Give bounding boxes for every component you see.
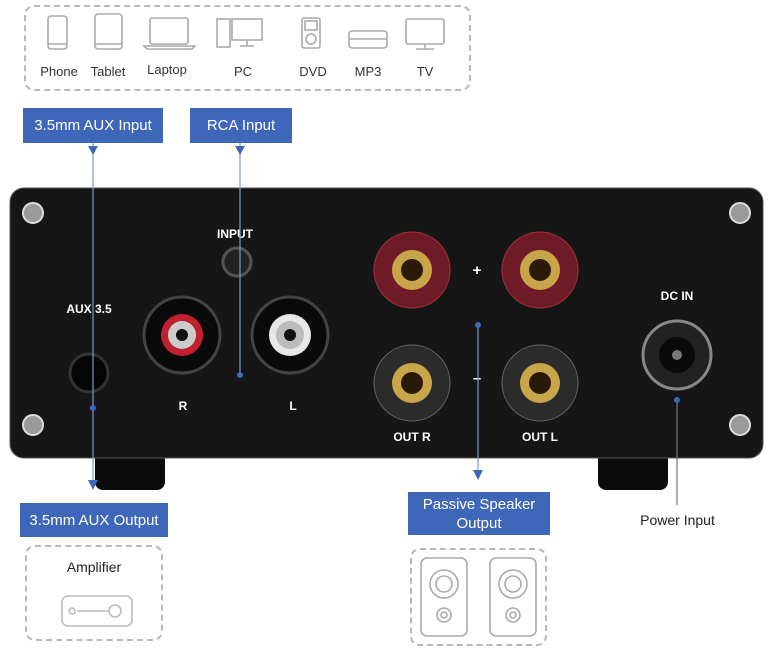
- arrow-icon: [88, 480, 98, 490]
- tablet-icon: [94, 13, 123, 50]
- pc-icon: [216, 18, 263, 48]
- amplifier-rear-panel: [9, 187, 764, 459]
- mp3-icon: [348, 30, 388, 49]
- speakers-target-box: [410, 548, 547, 646]
- aux-jack: [68, 352, 110, 394]
- screw-icon: [22, 202, 44, 224]
- phone-icon: [47, 15, 68, 50]
- tv-icon: [405, 18, 445, 50]
- laptop-icon: [142, 17, 197, 50]
- plus-label: +: [473, 262, 482, 279]
- binding-posts: [373, 231, 579, 422]
- rca-l-jack: [250, 295, 330, 375]
- dvd-icon: [301, 17, 321, 49]
- aux-output-callout: 3.5mm AUX Output: [20, 503, 168, 537]
- out-l-label: OUT L: [522, 430, 558, 444]
- r-label: R: [179, 399, 188, 413]
- dc-jack: [641, 319, 713, 391]
- amplifier-icon: [61, 595, 133, 627]
- ground-screw: [221, 246, 253, 278]
- device-label-laptop: Laptop: [147, 62, 187, 77]
- device-label-tv: TV: [416, 64, 434, 79]
- aux-label: AUX 3.5: [66, 302, 112, 316]
- rca-input-callout: RCA Input: [190, 108, 292, 143]
- power-input-label: Power Input: [640, 512, 715, 528]
- panel-screws: [22, 202, 751, 436]
- arrow-icon: [473, 470, 483, 480]
- screw-icon: [22, 414, 44, 436]
- screw-icon: [729, 202, 751, 224]
- amplifier-label: Amplifier: [66, 559, 122, 575]
- input-label: INPUT: [217, 227, 254, 241]
- dc-in-label: DC IN: [661, 289, 694, 303]
- rca-r-jack: [142, 295, 222, 375]
- aux-input-callout: 3.5mm AUX Input: [23, 108, 163, 143]
- arrow-icon: [235, 146, 245, 155]
- device-label-phone: Phone: [40, 64, 78, 79]
- device-label-mp3: MP3: [354, 64, 382, 79]
- source-devices-box: [24, 5, 471, 91]
- speakers-icon: [420, 557, 537, 637]
- device-label-pc: PC: [233, 64, 253, 79]
- speaker-output-callout: Passive Speaker Output: [408, 492, 550, 535]
- screw-icon: [729, 414, 751, 436]
- device-label-tablet: Tablet: [90, 64, 126, 79]
- minus-label: –: [473, 370, 481, 387]
- arrow-icon: [88, 146, 98, 155]
- out-r-label: OUT R: [393, 430, 431, 444]
- device-label-dvd: DVD: [299, 64, 327, 79]
- l-label: L: [289, 399, 296, 413]
- amplifier-target-box: Amplifier: [25, 545, 163, 641]
